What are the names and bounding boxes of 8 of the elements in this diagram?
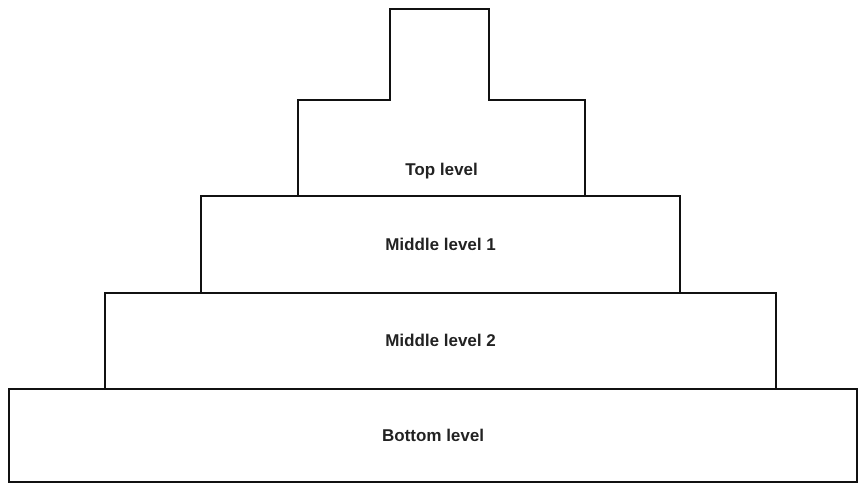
level-box xyxy=(8,388,858,483)
level-box xyxy=(200,195,681,294)
level-box xyxy=(104,292,777,390)
level-label: Middle level 2 xyxy=(385,331,496,351)
level-label: Top level xyxy=(405,160,478,180)
level-label: Middle level 1 xyxy=(385,234,496,254)
level-label: Bottom level xyxy=(382,426,484,446)
level-box xyxy=(297,8,586,197)
